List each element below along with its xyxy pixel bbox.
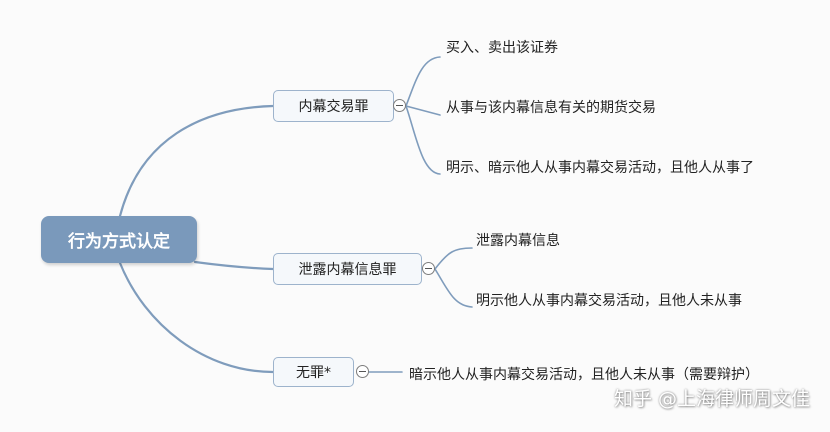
collapse-icon[interactable]: [393, 99, 406, 112]
branch-node-leaking-insider-info[interactable]: 泄露内幕信息罪: [273, 253, 422, 285]
collapse-icon[interactable]: [422, 262, 435, 275]
connector-branch-1-leaf-2: [405, 105, 441, 116]
leaf-node[interactable]: 泄露内幕信息: [476, 233, 560, 249]
connector-branch-1-leaf-3: [405, 105, 441, 175]
connector-branch-1-leaf-1: [405, 56, 441, 107]
leaf-node[interactable]: 从事与该内幕信息有关的期货交易: [446, 100, 656, 116]
connector-root-to-branch-2: [193, 260, 275, 271]
leaf-node[interactable]: 暗示他人从事内幕交易活动，且他人未从事（需要辩护）: [409, 367, 759, 383]
leaf-node[interactable]: 明示他人从事内幕交易活动，且他人未从事: [476, 293, 742, 309]
collapse-icon[interactable]: [356, 365, 369, 378]
leaf-node[interactable]: 明示、暗示他人从事内幕交易活动，且他人从事了: [446, 160, 754, 176]
branch-node-insider-trading[interactable]: 内幕交易罪: [273, 90, 394, 122]
connector-root-to-branch-1: [118, 104, 275, 218]
root-node[interactable]: 行为方式认定: [41, 216, 197, 263]
branch-node-not-guilty[interactable]: 无罪*: [273, 357, 354, 387]
watermark: 知乎 @上海律师周文佳: [613, 388, 810, 410]
connector-root-to-branch-3: [118, 261, 275, 374]
leaf-node[interactable]: 买入、卖出该证券: [446, 40, 558, 56]
connector-branch-2-leaf-1: [434, 247, 473, 270]
connector-branch-2-leaf-2: [434, 268, 473, 308]
